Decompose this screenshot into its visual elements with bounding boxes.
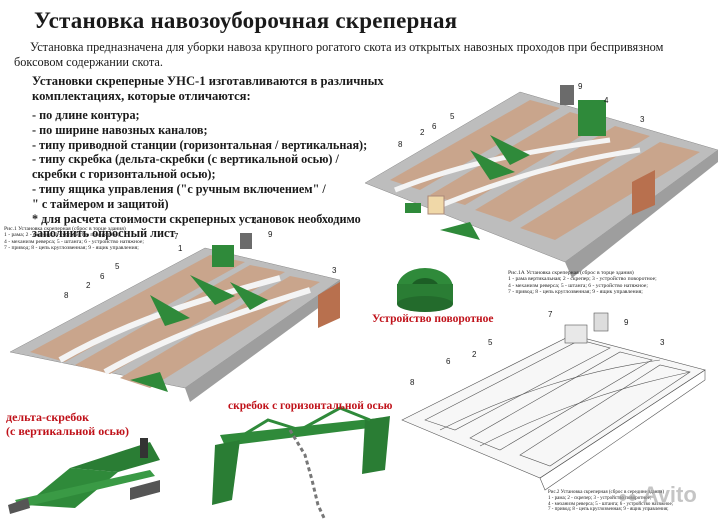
variants-list: - по длине контура; - по ширине навозных… (32, 108, 368, 241)
fig2-legend-line: 4 - механизм реверса; 5 - штанга; 6 - ус… (548, 501, 674, 507)
callout-8-fig1: 8 (64, 291, 69, 300)
list-item: - типу скребка (дельта-скребки (с вертик… (32, 152, 339, 167)
callout-8-fig2: 8 (410, 378, 415, 387)
watermark-text: Avito (642, 482, 697, 507)
rotary-device-drawing (397, 268, 453, 312)
fig1-legend-line: 4 - механизм реверса; 5 - штанга; 6 - ус… (4, 238, 144, 245)
fig1a-caption: Рис.1А Установка скреперная (сброс в тор… (508, 270, 634, 276)
fig1-caption-block: Рис.1 Установка скреперная (сброс в торц… (4, 226, 174, 252)
callout-9-fig1: 9 (268, 230, 273, 239)
callout-5-fig2: 5 (488, 338, 493, 347)
callout-4-fig1a: 4 (604, 96, 609, 105)
delta-scraper-label-line2: (с вертикальной осью) (6, 424, 130, 438)
avito-logo-icon: ●● (618, 489, 638, 506)
fig2-caption: Рис.2 Установка скреперная (сброс в сере… (548, 490, 665, 495)
fig2-drawing (401, 312, 706, 491)
list-item: заполнить опросный лист (32, 226, 176, 241)
rotary-device-label: Устройство поворотное (372, 313, 494, 325)
callout-2-fig1a: 2 (420, 128, 425, 137)
fig1a-legend-line: 7 - привод; 8 - цепь круглозвенная; 9 - … (508, 289, 643, 296)
fig1a-drawing (364, 85, 719, 278)
horizontal-scraper-drawing (212, 406, 390, 520)
callout-7-fig1: 7 (174, 232, 179, 241)
fig1-legend-line: 7 - привод; 8 - цепь круглозвенная; 9 - … (4, 245, 139, 252)
variants-headline: Установки скреперные УНС-1 изготавливают… (32, 74, 384, 103)
list-item: - типу приводной станции (горизонтальная… (32, 137, 368, 152)
intro-paragraph: Установка предназначена для уборки навоз… (14, 40, 664, 69)
delta-scraper-label-line1: дельта-скребок (6, 410, 90, 424)
callout-5-fig1: 5 (115, 262, 120, 271)
callout-5-fig1a: 5 (450, 112, 455, 121)
delta-scraper-drawing (8, 438, 160, 514)
fig1-legend-line: 1 - рама; 2 - скрепер; 3 - устройство по… (4, 232, 120, 239)
callout-3-fig1: 3 (332, 266, 337, 275)
list-item: * для расчета стоимости скреперных устан… (32, 211, 361, 226)
avito-watermark: ●● Avito (618, 482, 697, 508)
callout-3-fig1a: 3 (640, 115, 645, 124)
fig1a-caption-block: Рис.1А Установка скреперная (сброс в тор… (508, 270, 713, 296)
callout-2-fig2: 2 (472, 350, 477, 359)
fig2-legend-line: 7 - привод; 8 - цепь круглозвенная; 9 - … (548, 507, 669, 513)
callout-9-fig1a: 9 (578, 82, 583, 91)
list-item: - по длине контура; (32, 108, 140, 122)
callout-7-fig2: 7 (548, 310, 553, 319)
list-item: " с таймером и защитой) (32, 196, 169, 211)
list-item: - по ширине навозных каналов; (32, 122, 208, 137)
callout-6-fig1: 6 (100, 272, 105, 281)
callout-6-fig2: 6 (446, 357, 451, 366)
horizontal-scraper-label: скребок с горизонтальной осью (228, 400, 393, 412)
callout-4-fig1: 4 (252, 217, 257, 226)
callout-2-fig1: 2 (86, 281, 91, 290)
callout-6-fig1a: 6 (432, 122, 437, 131)
callout-9-fig2: 9 (624, 318, 629, 327)
callout-8-fig1a: 8 (398, 140, 403, 149)
fig1a-legend-line: 4 - механизм реверса; 5 - штанга; 6 - ус… (508, 282, 648, 289)
list-item: - типу ящика управления ("с ручным включ… (32, 181, 326, 196)
fig2-caption-block: Рис.2 Установка скреперная (сброс в сере… (548, 490, 718, 513)
fig1-drawing (9, 233, 341, 402)
fig1a-legend-line: 1 - рама вертикальная; 2 - скрепер; 3 - … (508, 276, 657, 283)
fig2-legend-line: 1 - рама; 2 - скрепер; 3 - устройство по… (548, 495, 652, 501)
callout-3-fig2: 3 (660, 338, 665, 347)
list-item: скребки с горизонтальной осью); (32, 167, 216, 182)
callout-1-fig1: 1 (178, 244, 183, 253)
delta-scraper-label: дельта-скребок (с вертикальной осью) (6, 410, 129, 438)
page-title: Установка навозоуборочная скреперная (34, 8, 458, 33)
fig1-caption: Рис.1 Установка скреперная (сброс в торц… (4, 226, 126, 232)
